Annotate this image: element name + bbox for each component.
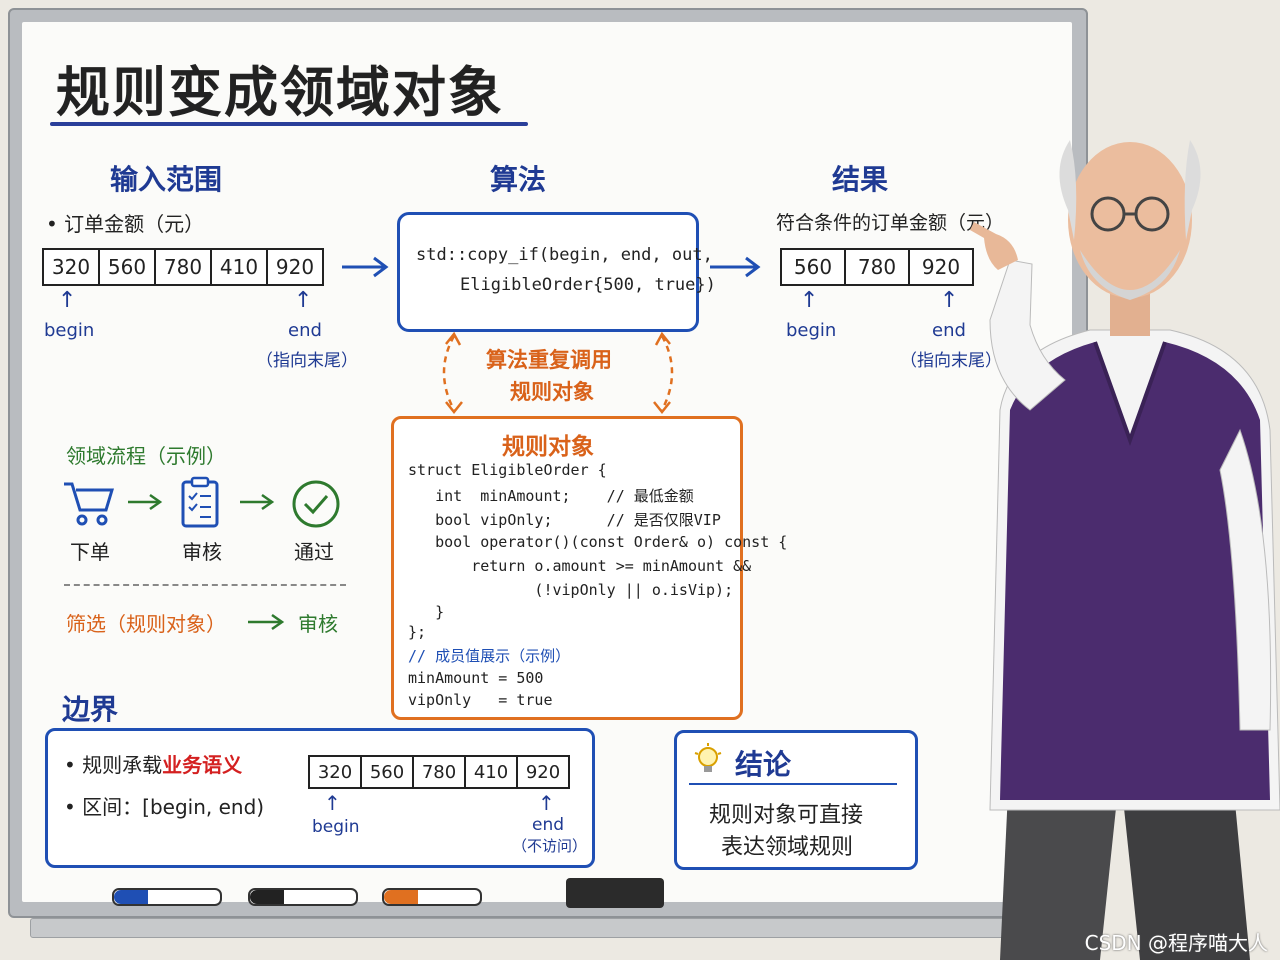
boundary-end-note: （不访问） xyxy=(512,837,588,855)
eraser xyxy=(566,878,664,908)
title-underline xyxy=(50,122,528,126)
rule-code-line: bool operator()(const Order& o) const { xyxy=(408,533,788,551)
input-cell: 780 xyxy=(156,250,212,284)
algorithm-header: 算法 xyxy=(490,163,547,196)
flow-header: 领域流程（示例） xyxy=(66,444,226,468)
boundary-array: 320 560 780 410 920 xyxy=(308,755,570,789)
presenter-illustration xyxy=(970,140,1280,960)
repeat-call-arrows-icon xyxy=(442,331,674,415)
begin-arrow-icon: ↑ xyxy=(324,791,341,815)
lightbulb-icon xyxy=(694,743,722,772)
arrow-right-icon xyxy=(710,256,761,278)
end-arrow-icon: ↑ xyxy=(940,288,959,313)
input-end-label: end xyxy=(288,320,322,341)
flow-step-order: 下单 xyxy=(70,540,110,564)
conclusion-underline xyxy=(689,783,897,785)
conclusion-header: 结论 xyxy=(735,748,792,781)
rule-code-line: struct EligibleOrder { xyxy=(408,461,607,479)
rule-code-line: int minAmount; // 最低金额 xyxy=(408,487,694,505)
conclusion-line1: 规则对象可直接 xyxy=(709,803,864,828)
arrow-right-icon xyxy=(240,493,275,511)
input-label: • 订单金额（元） xyxy=(46,212,205,236)
boundary-cell: 920 xyxy=(525,761,561,783)
input-cell: 560 xyxy=(100,250,156,284)
boundary-cell: 320 xyxy=(310,757,362,787)
algorithm-code-line: std::copy_if(begin, end, out, xyxy=(416,245,713,265)
rule-code-line: return o.amount >= minAmount && xyxy=(408,557,752,575)
rule-code-comment: // 成员值展示（示例） xyxy=(408,647,571,665)
result-end-note: （指向末尾） xyxy=(900,351,1002,371)
rule-object-box: 规则对象 struct EligibleOrder { int minAmoun… xyxy=(391,416,787,720)
boundary-bullet-1-highlight: 业务语义 xyxy=(162,753,243,777)
arrow-right-icon xyxy=(248,613,285,631)
conclusion-box: 结论 规则对象可直接 表达领域规则 xyxy=(674,730,918,870)
rule-code-line: vipOnly = true xyxy=(408,691,553,709)
flow-step-pass: 通过 xyxy=(294,540,334,564)
rule-object-header: 规则对象 xyxy=(502,434,594,460)
algorithm-code-line: EligibleOrder{500, true}) xyxy=(460,275,716,295)
begin-arrow-icon: ↑ xyxy=(800,288,819,313)
begin-arrow-icon: ↑ xyxy=(58,288,77,313)
orange-marker xyxy=(382,888,482,906)
flow-step-review: 审核 xyxy=(182,540,222,564)
input-cell: 410 xyxy=(212,250,268,284)
result-cell: 920 xyxy=(921,255,961,279)
boundary-bullet-1: • 规则承载业务语义 xyxy=(64,749,242,778)
boundary-begin-label: begin xyxy=(312,817,360,837)
result-cell: 780 xyxy=(846,250,910,284)
result-header: 结果 xyxy=(832,163,889,196)
input-array: 320 560 780 410 920 xyxy=(42,248,324,286)
clipboard-checklist-icon xyxy=(181,476,219,528)
check-circle-icon xyxy=(292,480,340,528)
black-marker xyxy=(248,888,358,906)
filter-label: 筛选（规则对象） xyxy=(66,612,226,636)
input-end-note: （指向末尾） xyxy=(256,351,358,371)
result-cell: 560 xyxy=(782,250,846,284)
input-cell: 920 xyxy=(275,255,315,279)
boundary-header: 边界 xyxy=(62,693,119,726)
flow-divider xyxy=(64,584,346,586)
shopping-cart-icon xyxy=(64,482,114,526)
input-cell: 320 xyxy=(44,250,100,284)
page-title: 规则变成领域对象 xyxy=(56,61,504,124)
boundary-cell: 410 xyxy=(466,757,518,787)
result-begin-label: begin xyxy=(786,320,837,341)
boundary-box: • 规则承载业务语义 • 区间：[begin, end) 320 560 780… xyxy=(45,728,595,868)
result-array: 560 780 920 xyxy=(780,248,974,286)
repeat-call-line2: 规则对象 xyxy=(510,380,594,404)
end-arrow-icon: ↑ xyxy=(294,288,313,313)
end-arrow-icon: ↑ xyxy=(538,791,555,815)
boundary-bullet-1-prefix: • 规则承载 xyxy=(64,753,163,777)
rule-code-line: (!vipOnly || o.isVip); xyxy=(408,581,734,599)
boundary-cell: 560 xyxy=(362,757,414,787)
marker-tray xyxy=(30,918,1072,938)
boundary-end-label: end xyxy=(532,815,565,835)
arrow-right-icon xyxy=(128,493,163,511)
repeat-call-line1: 算法重复调用 xyxy=(486,348,612,372)
filter-target: 审核 xyxy=(298,612,338,636)
input-header: 输入范围 xyxy=(110,163,223,196)
rule-code-line: }; xyxy=(408,623,427,641)
rule-code-line: minAmount = 500 xyxy=(408,669,544,687)
watermark: CSDN @程序喵大人 xyxy=(1084,931,1268,955)
result-label: 符合条件的订单金额（元） xyxy=(776,212,1005,234)
arrow-right-icon xyxy=(342,256,389,278)
algorithm-box: std::copy_if(begin, end, out, EligibleOr… xyxy=(397,212,716,332)
result-end-label: end xyxy=(932,320,966,341)
conclusion-line2: 表达领域规则 xyxy=(721,835,854,860)
input-begin-label: begin xyxy=(44,320,95,341)
boundary-bullet-2: • 区间：[begin, end) xyxy=(64,795,265,819)
blue-marker xyxy=(112,888,222,906)
rule-code-line: } xyxy=(408,603,445,621)
rule-code-line: bool vipOnly; // 是否仅限VIP xyxy=(408,511,721,529)
boundary-cell: 780 xyxy=(414,757,466,787)
